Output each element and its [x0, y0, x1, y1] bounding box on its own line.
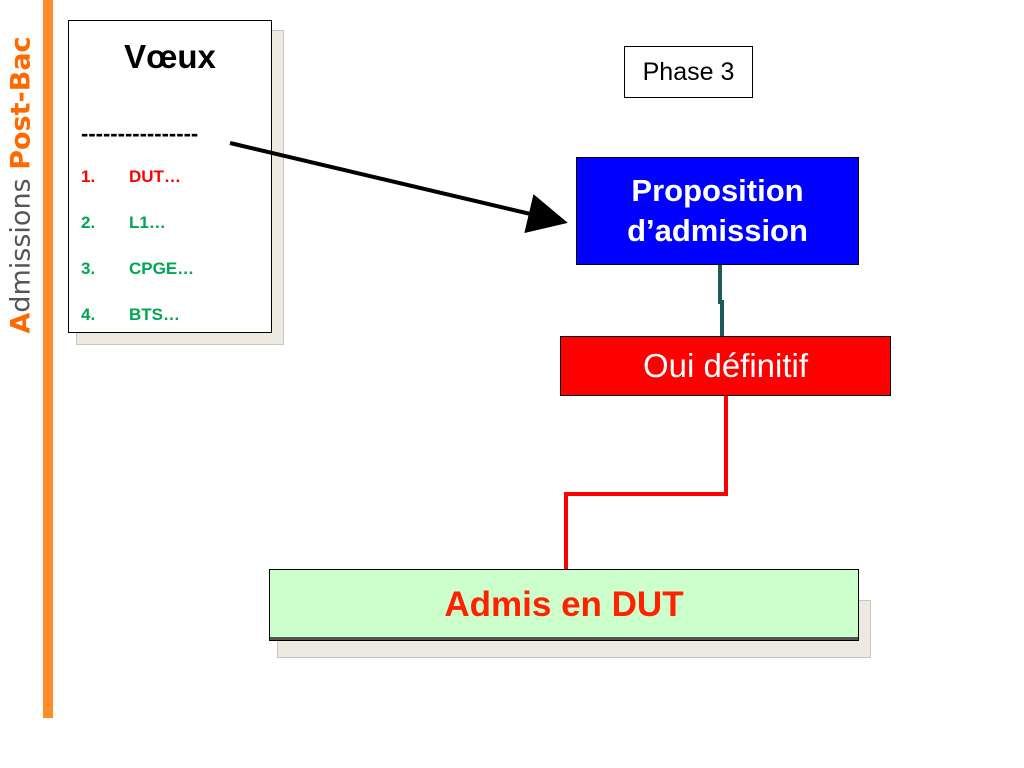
wishes-title: Vœux — [124, 38, 216, 75]
connector-proposition-to-oui — [718, 265, 724, 336]
wish-number: 4. — [81, 305, 96, 324]
connector-oui-to-admis — [564, 396, 728, 569]
wish-label: CPGE… — [129, 259, 195, 278]
admis-box: Admis en DUT — [269, 569, 859, 641]
wish-number: 3. — [81, 259, 96, 278]
wish-item-2: 2. L1… — [81, 213, 166, 233]
wish-item-3: 3. CPGE… — [81, 259, 194, 279]
wish-label: DUT… — [129, 167, 181, 186]
arrow-dut-to-proposition — [229, 141, 568, 234]
wishes-box: Vœux ---------------- 1. DUT… 2. L1… 3. CPG… — [68, 20, 272, 333]
wishes-separator: ---------------- — [81, 121, 199, 146]
proposition-line-2: d’admission — [627, 213, 808, 248]
proposition-box: Proposition d’admission — [576, 157, 859, 265]
orange-accent-bar — [43, 0, 53, 718]
oui-definitif-box: Oui définitif — [560, 336, 891, 396]
wish-number: 1. — [81, 167, 96, 186]
phase-label: Phase 3 — [624, 46, 753, 98]
wish-label: L1… — [129, 213, 166, 232]
wish-item-1: 1. DUT… — [81, 167, 181, 187]
wish-number: 2. — [81, 213, 96, 232]
wish-label: BTS… — [129, 305, 180, 324]
wish-item-4: 4. BTS… — [81, 305, 180, 325]
proposition-line-1: Proposition — [631, 172, 804, 208]
